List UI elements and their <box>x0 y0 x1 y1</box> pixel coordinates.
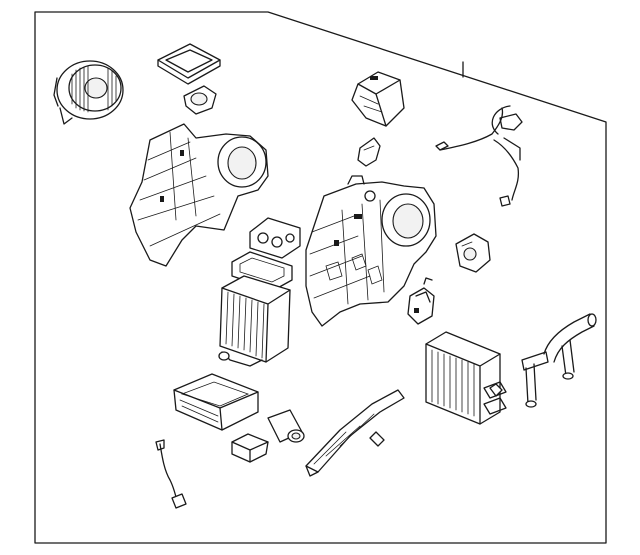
filter-frame[interactable] <box>157 43 221 85</box>
drain-hose[interactable] <box>155 439 187 509</box>
blower-case[interactable] <box>129 123 269 267</box>
aspirator[interactable] <box>267 409 305 443</box>
refrigerant-line[interactable] <box>305 389 405 477</box>
blower-motor[interactable] <box>53 60 124 125</box>
connector-block[interactable] <box>231 433 269 463</box>
intake-duct[interactable] <box>351 71 405 127</box>
heater-hvac-case[interactable] <box>305 175 437 327</box>
heater-core[interactable] <box>425 331 507 425</box>
duct-bracket[interactable] <box>357 137 381 167</box>
mode-actuator[interactable] <box>249 217 301 259</box>
expansion-valve[interactable] <box>173 373 259 431</box>
temp-actuator[interactable] <box>455 233 491 273</box>
blower-adapter[interactable] <box>183 85 217 115</box>
coolant-pipes[interactable] <box>521 351 549 408</box>
evaporator-core[interactable] <box>218 275 291 367</box>
pipe-bracket[interactable] <box>489 383 503 397</box>
damper-housing[interactable] <box>407 277 435 325</box>
diagram-frame <box>34 11 607 544</box>
wiring-harness[interactable] <box>435 105 523 207</box>
heater-tubes[interactable] <box>543 313 597 380</box>
